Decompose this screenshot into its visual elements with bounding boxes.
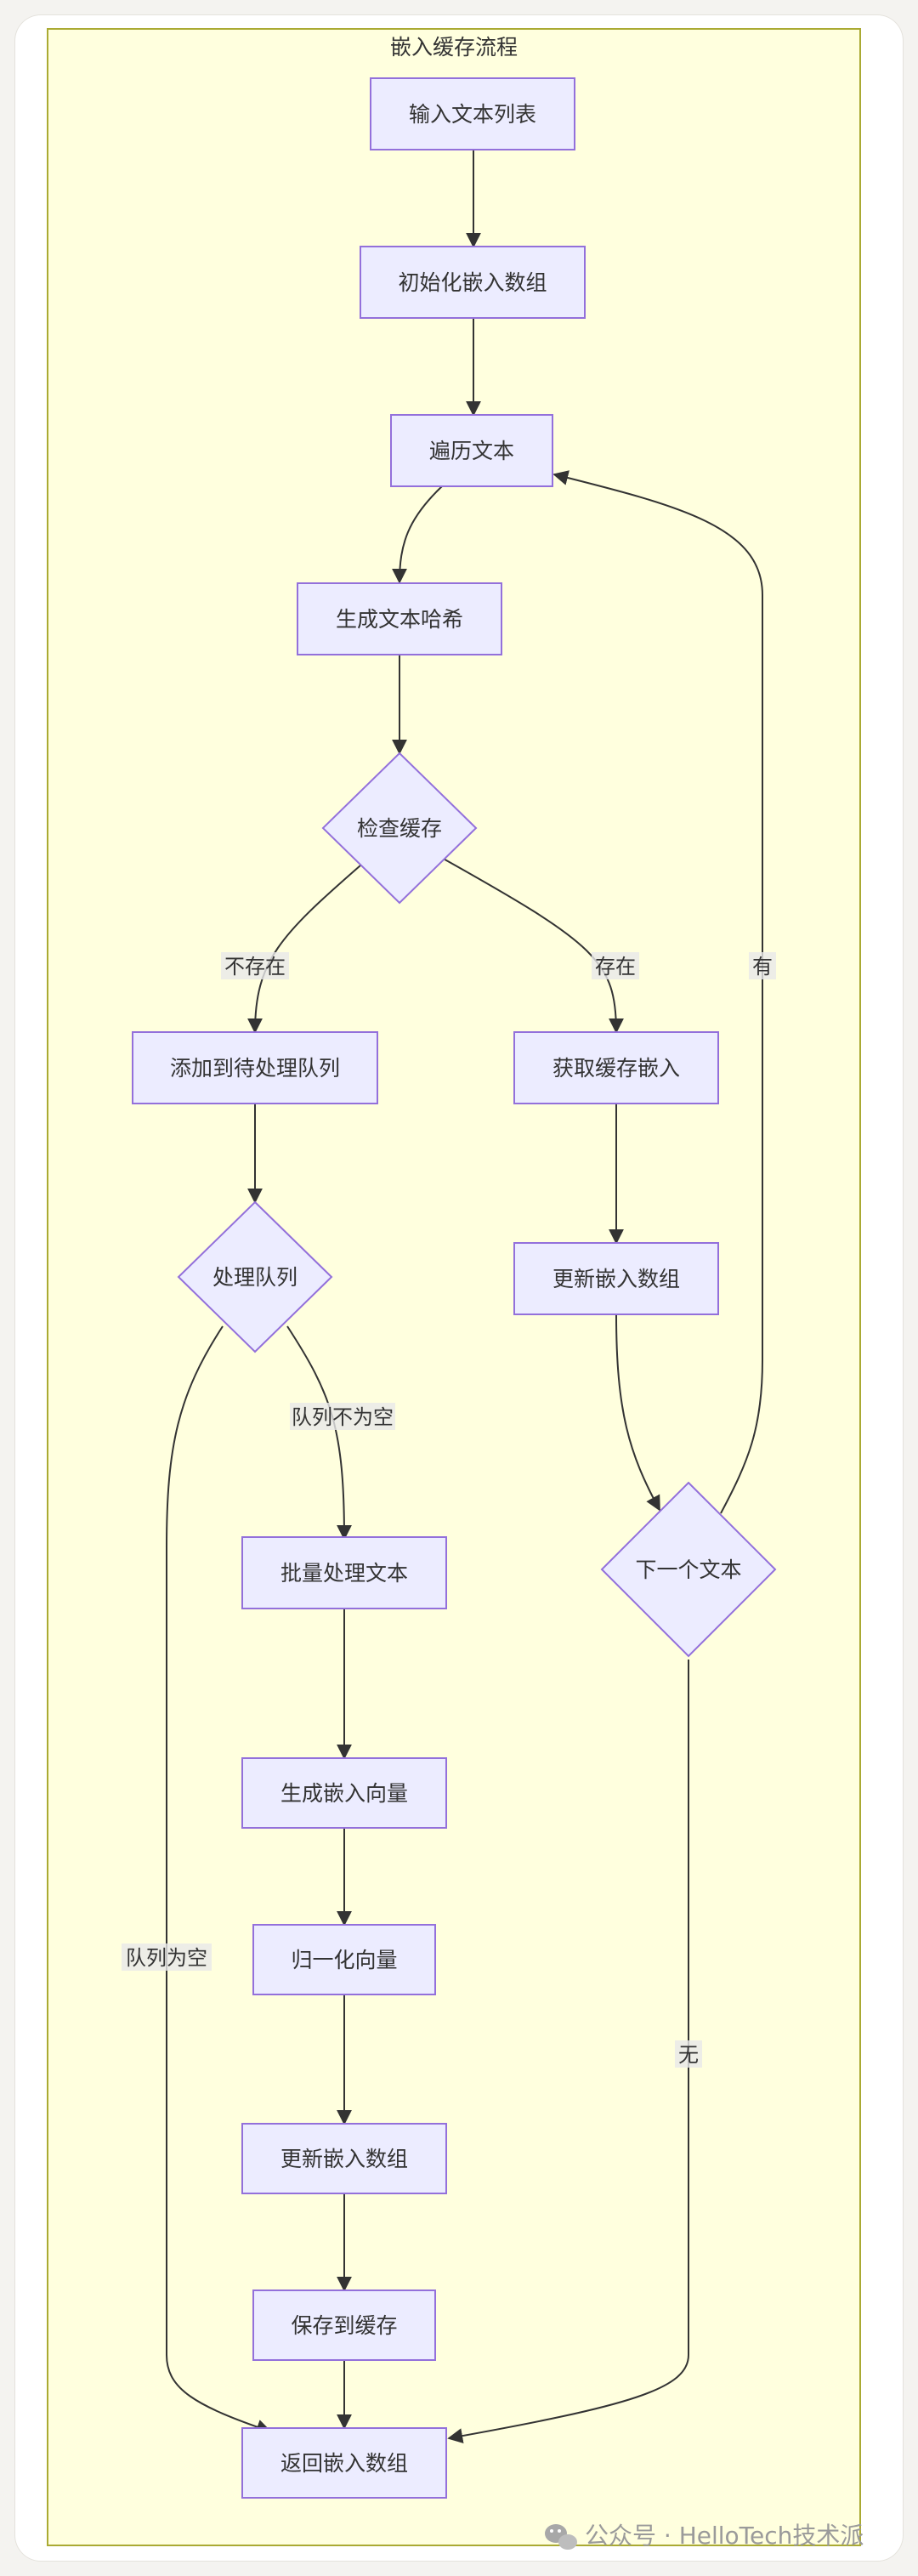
node-init: 初始化嵌入数组 (360, 246, 586, 319)
node-label: 返回嵌入数组 (280, 2451, 408, 2476)
node-process: 处理队列 (177, 1200, 333, 1353)
node-norm: 归一化向量 (252, 1924, 436, 1995)
wechat-icon (545, 2524, 577, 2550)
node-gen: 生成嵌入向量 (241, 1757, 447, 1829)
node-label: 保存到缓存 (291, 2313, 397, 2338)
edge-label-has: 有 (749, 952, 776, 979)
node-batch: 批量处理文本 (241, 1536, 447, 1609)
cluster-box (47, 28, 861, 2546)
node-label: 处理队列 (212, 1265, 298, 1290)
edge-process-ret (166, 1325, 272, 2435)
node-check: 检查缓存 (321, 752, 478, 905)
edge-next-loop (552, 470, 763, 1514)
node-next: 下一个文本 (600, 1481, 777, 1658)
node-label: 获取缓存嵌入 (552, 1056, 680, 1081)
node-ret: 返回嵌入数组 (241, 2427, 447, 2499)
edge-label-queue-not-empty: 队列不为空 (290, 1403, 395, 1430)
node-label: 更新嵌入数组 (552, 1267, 680, 1291)
edge-label-exist: 存在 (592, 952, 639, 979)
node-label: 批量处理文本 (280, 1561, 408, 1586)
diagram-title: 嵌入缓存流程 (390, 35, 518, 60)
edge-label-text: 不存在 (224, 955, 286, 979)
node-save: 保存到缓存 (252, 2289, 436, 2361)
node-label: 初始化嵌入数组 (398, 270, 547, 295)
node-label: 生成文本哈希 (336, 607, 463, 632)
node-loop: 遍历文本 (390, 414, 553, 487)
edge-label-text: 无 (678, 2043, 699, 2067)
node-label: 下一个文本 (635, 1558, 741, 1582)
edge-check-fetch (439, 856, 624, 1034)
edge-label-text: 队列不为空 (292, 1405, 394, 1429)
node-label: 输入文本列表 (409, 102, 536, 127)
node-update2: 更新嵌入数组 (241, 2123, 447, 2194)
edge-loop-hash (392, 485, 443, 584)
edge-label-queue-empty: 队列为空 (122, 1943, 212, 1971)
node-update1: 更新嵌入数组 (513, 1242, 719, 1315)
edge-label-text: 有 (752, 955, 773, 979)
node-input: 输入文本列表 (370, 77, 575, 150)
node-hash: 生成文本哈希 (297, 582, 502, 655)
edge-label-none: 无 (675, 2040, 702, 2068)
node-label: 遍历文本 (429, 439, 514, 463)
node-label: 归一化向量 (291, 1948, 397, 1972)
edge-label-text: 队列为空 (126, 1946, 207, 1970)
node-queue: 添加到待处理队列 (132, 1031, 378, 1104)
node-label: 更新嵌入数组 (280, 2147, 408, 2171)
edge-label-not-exist: 不存在 (221, 952, 289, 979)
edge-update1-next (615, 1314, 660, 1512)
watermark: 公众号 · HelloTech技术派 (545, 2522, 864, 2550)
edge-label-text: 存在 (595, 955, 636, 979)
watermark-text: 公众号 · HelloTech技术派 (585, 2522, 864, 2550)
node-label: 添加到待处理队列 (170, 1056, 340, 1081)
edge-check-queue (247, 865, 361, 1034)
node-fetch: 获取缓存嵌入 (513, 1031, 719, 1104)
edge-next-ret (447, 1660, 689, 2443)
node-label: 生成嵌入向量 (280, 1781, 408, 1806)
node-label: 检查缓存 (357, 816, 442, 841)
